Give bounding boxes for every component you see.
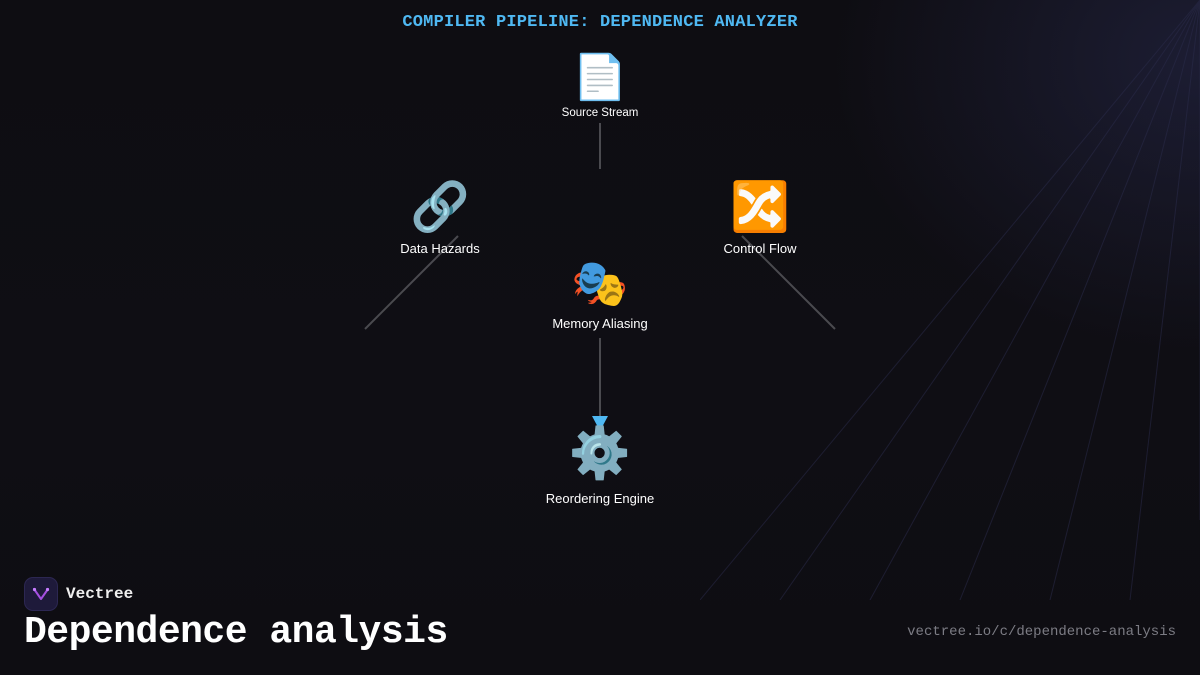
background-rays: [700, 0, 1200, 600]
node-reordering-engine: ⚙️ Reordering Engine: [546, 428, 654, 506]
shuffle-icon: 🔀: [730, 179, 790, 235]
link-icon: 🔗: [410, 179, 470, 235]
node-control-flow: 🔀 Control Flow: [724, 183, 797, 256]
node-label: Source Stream: [561, 107, 639, 119]
gear-icon: ⚙️: [568, 424, 632, 482]
page-headline: Dependence analysis: [24, 611, 448, 654]
brand: Vectree: [24, 577, 133, 611]
node-label: Reordering Engine: [545, 491, 655, 506]
brand-name: Vectree: [66, 585, 134, 603]
diagram-title: COMPILER PIPELINE: DEPENDENCE ANALYZER: [402, 13, 798, 32]
edge-data-hazards: [364, 235, 459, 330]
node-data-hazards: 🔗 Data Hazards: [400, 183, 479, 256]
edge-control-flow: [741, 235, 836, 330]
arrowhead-icon: [592, 416, 608, 431]
node-label: Memory Aliasing: [552, 316, 648, 331]
vectree-logo: [24, 577, 58, 611]
page-url[interactable]: vectree.io/c/dependence-analysis: [907, 624, 1176, 640]
theater-masks-icon: 🎭: [571, 256, 629, 310]
node-source-stream: 📄 Source Stream: [561, 52, 639, 120]
vectree-mark-icon: [32, 587, 50, 600]
document-icon: 📄: [572, 52, 628, 103]
node-label: Data Hazards: [400, 241, 480, 256]
node-label: Control Flow: [723, 241, 797, 256]
node-memory-aliasing: 🎭 Memory Aliasing: [552, 260, 647, 331]
